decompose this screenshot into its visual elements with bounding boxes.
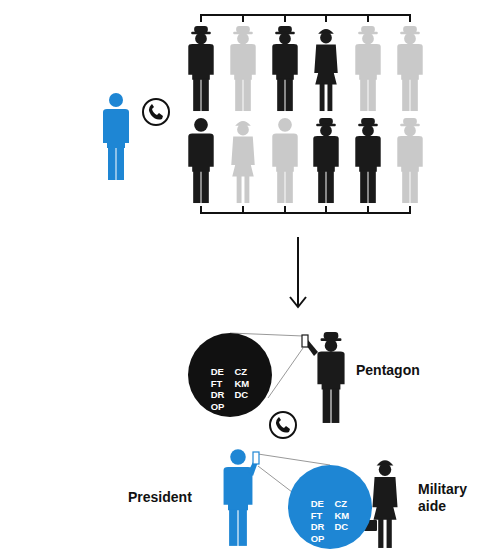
president-figure xyxy=(224,449,253,546)
official-figure xyxy=(397,118,422,203)
code-text: DE xyxy=(211,366,225,378)
group-bracket xyxy=(201,15,410,213)
code-text: FT xyxy=(211,378,225,390)
official-figure xyxy=(188,118,213,203)
zoom-circle: DE CZ FT KM DR DC OP xyxy=(188,333,272,417)
official-figure xyxy=(231,121,254,203)
official-figure xyxy=(272,26,297,111)
code-text: DC xyxy=(334,521,349,533)
official-figure xyxy=(314,29,337,111)
official-figure xyxy=(188,26,213,111)
code-text: OP xyxy=(211,401,225,413)
code-card xyxy=(253,452,259,464)
code-text: FT xyxy=(311,510,325,522)
zoom-circle: DE CZ FT KM DR DC OP xyxy=(288,465,372,549)
figure-label: Pentagon xyxy=(356,362,456,379)
figure-label: Military aide xyxy=(418,481,478,515)
code-text: KM xyxy=(234,378,249,390)
code-text: KM xyxy=(334,510,349,522)
phone-icon xyxy=(270,412,296,438)
official-figure xyxy=(272,118,297,203)
phone-icon xyxy=(143,99,169,125)
official-figure xyxy=(355,26,380,111)
official-figure xyxy=(230,26,255,111)
code-grid: DE CZ FT KM DR DC OP xyxy=(188,366,272,412)
code-text: DR xyxy=(211,389,225,401)
flow-arrow xyxy=(290,237,306,307)
figure-label: President xyxy=(128,489,218,506)
official-figure xyxy=(313,118,338,203)
code-text: DC xyxy=(234,389,249,401)
code-text: CZ xyxy=(234,366,249,378)
code-grid: DE CZ FT KM DR DC OP xyxy=(288,498,372,544)
code-text: OP xyxy=(311,533,325,545)
pentagon-officer-figure xyxy=(317,332,344,423)
code-text: DR xyxy=(311,521,325,533)
official-figure xyxy=(355,118,380,203)
official-figure xyxy=(397,26,422,111)
code-text: DE xyxy=(311,498,325,510)
code-text: CZ xyxy=(334,498,349,510)
code-card xyxy=(302,335,308,347)
president-figure xyxy=(103,93,129,180)
military-aide-figure xyxy=(372,460,397,548)
